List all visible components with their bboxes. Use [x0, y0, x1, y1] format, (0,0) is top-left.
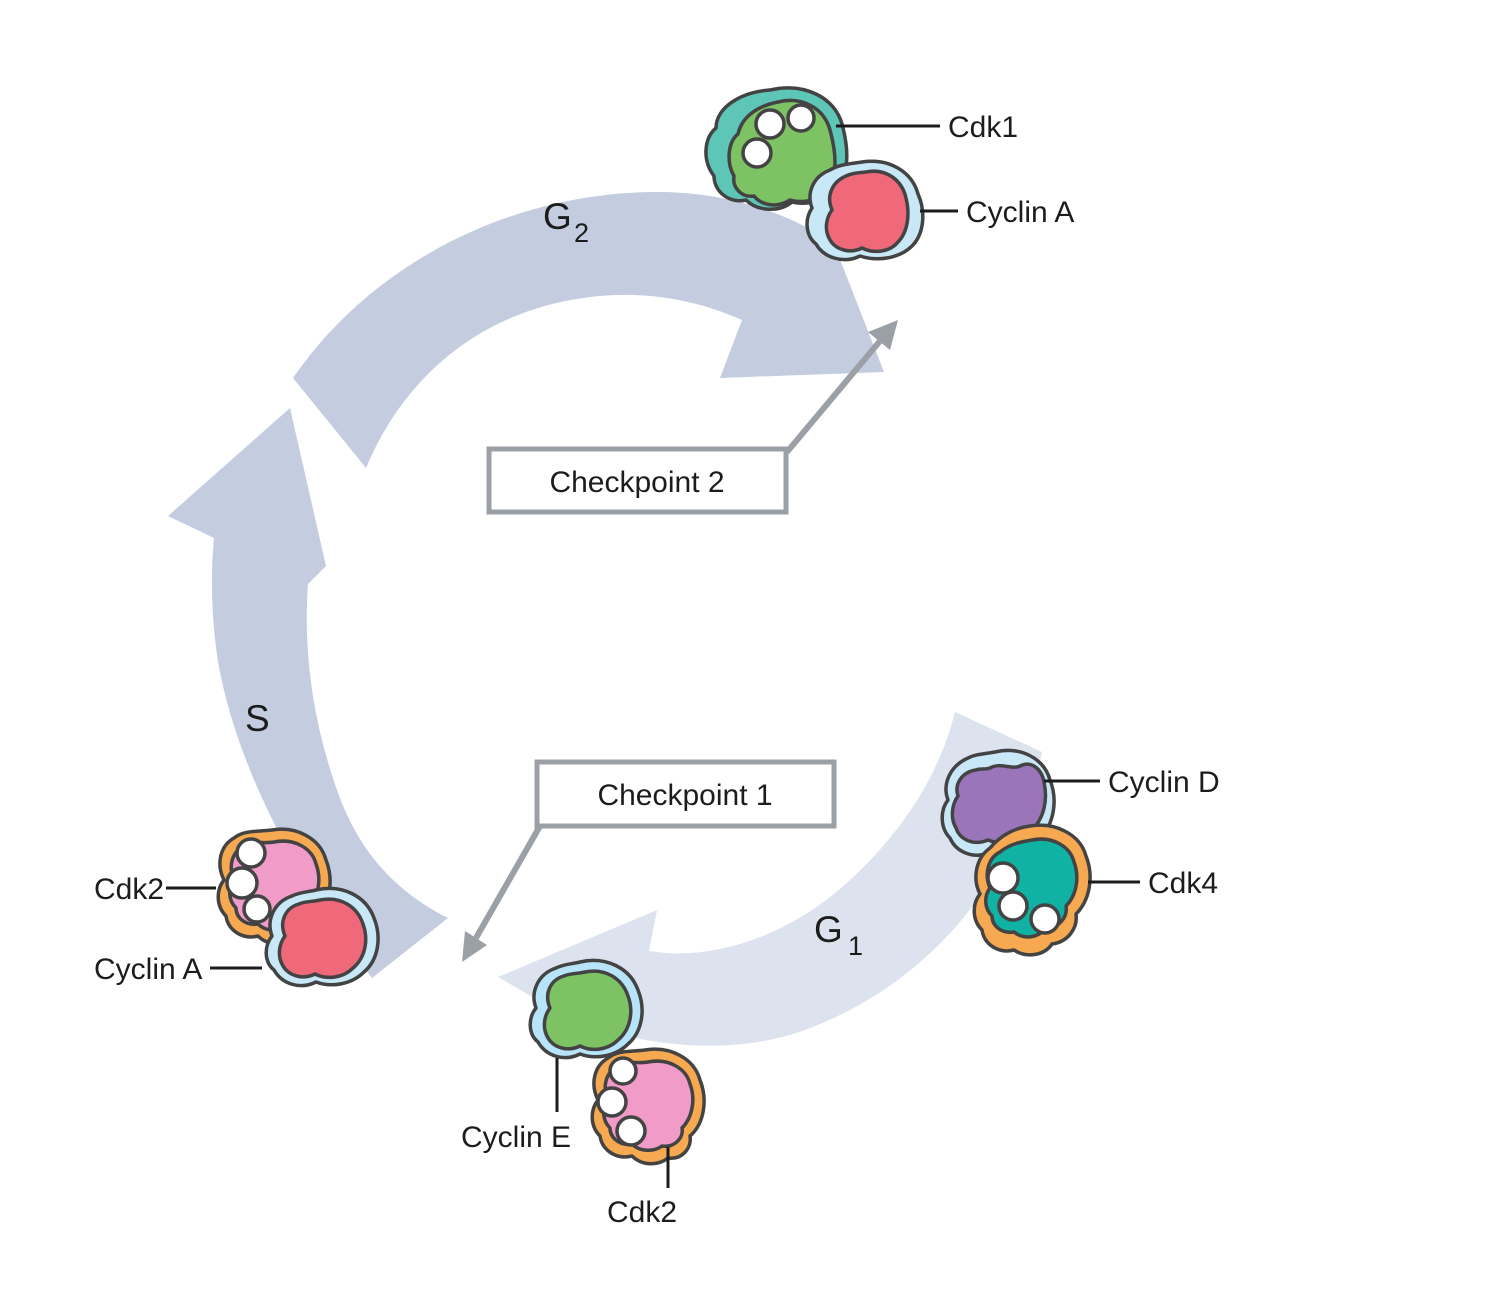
cdk4-site-dot [1029, 903, 1061, 935]
cyclin-d-label: Cyclin D [1108, 766, 1220, 799]
cyclin-d-inner-blob [950, 762, 1048, 845]
cdk1-site-dot [741, 137, 773, 169]
cdk4-site-dot [986, 861, 1020, 895]
checkpoint-1-box [534, 759, 837, 829]
cdk2-left-site-dot [225, 866, 259, 900]
checkpoint-2-pointer-line [784, 339, 883, 454]
cdk1-label: Cdk1 [948, 111, 1018, 144]
checkpoint-2-label: Checkpoint 2 [549, 466, 724, 499]
checkpoint-2-box [486, 446, 789, 515]
cdk1-site-dot [754, 108, 786, 140]
complex-cdk2-cyclin-a: Cdk2 Cyclin A [94, 827, 380, 988]
s-phase-label: S [245, 698, 270, 739]
complex-cyclin-e-cdk2: Cyclin E Cdk2 [461, 958, 706, 1229]
s-phase-arrow [168, 408, 448, 978]
g1-phase-arrow [498, 712, 1042, 1046]
cdk2-left-site-dot [242, 894, 272, 924]
checkpoint-1-pointer-line [473, 824, 543, 940]
cyclin-e-inner-blob [542, 969, 633, 1052]
cdk1-site-dot [786, 103, 816, 133]
cdk2-left-site-dot [235, 837, 267, 869]
cdk2-bottom-site-dot [615, 1115, 647, 1147]
complex-cyclin-d-cdk4: Cyclin D Cdk4 [940, 748, 1220, 957]
cdk2-bottom-label: Cdk2 [607, 1196, 677, 1229]
checkpoint-2-callout: Checkpoint 2 [486, 320, 898, 515]
cyclin-a-top-label: Cyclin A [966, 196, 1074, 229]
cdk2-bottom-site-dot [596, 1086, 628, 1118]
checkpoint-1-arrowhead [462, 931, 487, 962]
g2-phase-label: G [543, 196, 572, 237]
checkpoint-2-arrowhead [868, 320, 898, 350]
cyclin-a-left-inner-blob [277, 897, 368, 980]
cdk4-site-dot [997, 890, 1029, 922]
cyclin-e-label: Cyclin E [461, 1121, 571, 1154]
phase-labels: G 2 S G 1 [245, 196, 863, 961]
cyclin-a-top-inner-blob [824, 169, 910, 254]
cdk2-left-label: Cdk2 [94, 873, 164, 906]
g2-phase-subscript: 2 [574, 218, 589, 248]
phase-arcs [168, 191, 1042, 1046]
checkpoint-1-callout: Checkpoint 1 [462, 759, 837, 962]
cdk2-bottom-site-dot [608, 1056, 638, 1086]
g1-phase-subscript: 1 [848, 931, 863, 961]
g2-phase-arrow [293, 191, 884, 468]
checkpoint-1-label: Checkpoint 1 [597, 779, 772, 812]
g1-phase-label: G [814, 909, 843, 950]
complex-cdk1-cyclin-a: Cdk1 Cyclin A [704, 86, 1074, 262]
cdk4-label: Cdk4 [1148, 867, 1218, 900]
cyclin-a-left-label: Cyclin A [94, 953, 202, 986]
